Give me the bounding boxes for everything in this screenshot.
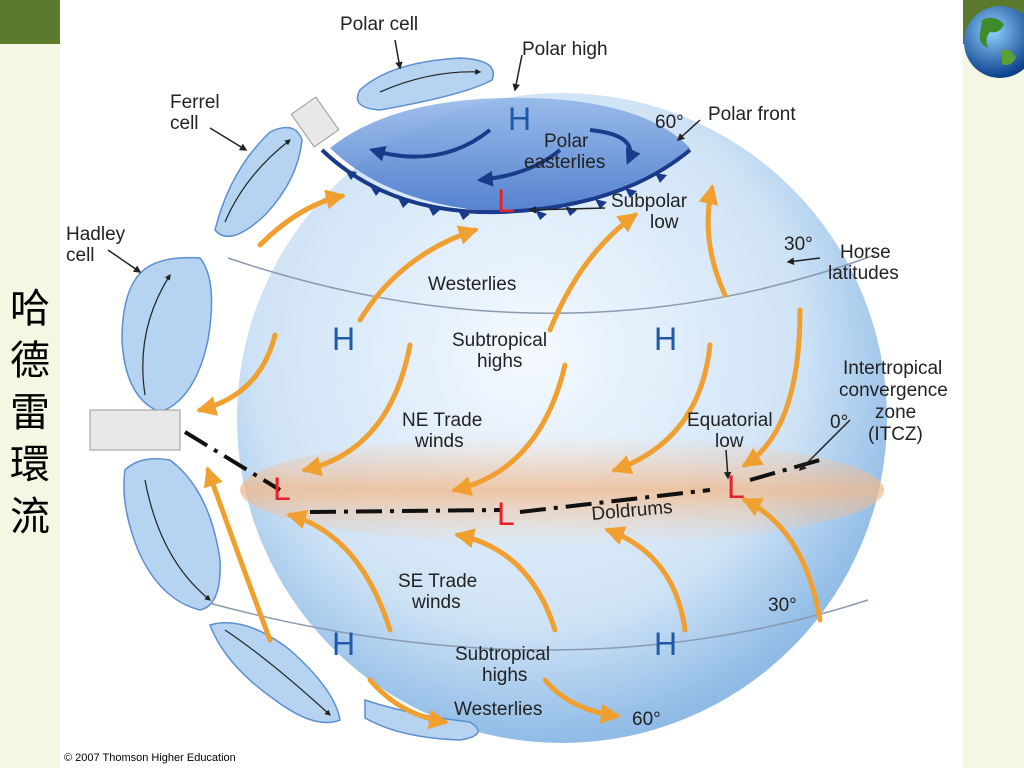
polar-cell-label: Polar cell <box>340 14 418 35</box>
itcz-label-line4: (ITCZ) <box>868 424 923 445</box>
se-trade-label-line2: winds <box>411 592 461 613</box>
polar-high-label: Polar high <box>522 39 608 60</box>
copyright-notice: © 2007 Thomson Higher Education <box>64 752 236 764</box>
polar-cell <box>356 57 494 111</box>
ferrel-cell-label-line1: Ferrel <box>170 92 220 113</box>
polar-easterly-arrow <box>589 128 641 165</box>
hadley-cell-north <box>121 256 213 413</box>
subtropical-highs-south-line2: highs <box>482 665 527 686</box>
earth-sphere <box>237 93 887 743</box>
lat-30s-label: 30° <box>768 595 797 616</box>
lat-30n-label: 30° <box>784 234 813 255</box>
horse-latitudes-label-line1: Horse <box>840 242 891 263</box>
title-char: 流 <box>10 494 50 540</box>
general-circulation-diagram: H L H H L L L H H Polar cell Polar high … <box>66 14 948 743</box>
ne-trade-label-line1: NE Trade <box>402 410 482 431</box>
ferrel-cell-south <box>209 622 341 724</box>
callout-lines <box>107 39 851 480</box>
hadley-cell-label-line1: Hadley <box>66 224 126 245</box>
itcz-label-line2: convergence <box>839 380 948 401</box>
slide-title: 哈 德 雷 環 流 <box>6 283 54 543</box>
westerly-arrows-south <box>367 677 621 730</box>
itcz-line <box>183 430 821 514</box>
se-trade-label-line1: SE Trade <box>398 571 477 592</box>
ne-trade-wind-arrows <box>196 307 803 497</box>
subtropical-high-symbol-sw: H <box>332 626 355 662</box>
subpolar-low-symbol: L <box>497 183 515 219</box>
subpolar-low-label-line2: low <box>650 212 679 233</box>
polar-front-cloud <box>290 96 340 148</box>
subtropical-highs-south-line1: Subtropical <box>455 644 550 665</box>
westerlies-south-label: Westerlies <box>454 699 542 720</box>
itcz-label-line3: zone <box>875 402 916 423</box>
horse-latitudes-label-line2: latitudes <box>828 263 899 284</box>
subtropical-highs-north-line1: Subtropical <box>452 330 547 351</box>
slide-header-band-left <box>0 0 60 44</box>
polar-cap <box>330 97 690 212</box>
polar-high-symbol: H <box>508 101 531 137</box>
equatorial-band <box>240 435 884 545</box>
polar-easterlies-label-line2: easterlies <box>524 152 605 173</box>
hadley-cell-south <box>123 458 221 611</box>
equatorial-low-label-line1: Equatorial <box>687 410 773 431</box>
ferrel-cell <box>214 126 303 238</box>
lat-60s-label: 60° <box>632 709 661 730</box>
polar-front-label: Polar front <box>708 104 796 125</box>
polar-front-line <box>320 148 692 215</box>
title-char: 德 <box>10 338 50 384</box>
lat-0-label: 0° <box>830 412 848 433</box>
ferrel-cell-label-line2: cell <box>170 113 199 134</box>
polar-easterly-arrow <box>368 128 492 162</box>
title-char: 雷 <box>10 390 50 436</box>
itcz-label-line1: Intertropical <box>843 358 942 379</box>
equatorial-low-symbol-east: L <box>727 469 745 505</box>
ne-trade-label-line2: winds <box>414 431 464 452</box>
westerlies-north-label: Westerlies <box>428 274 516 295</box>
title-char: 哈 <box>10 286 50 332</box>
polar-front-teeth <box>345 170 667 220</box>
polar-easterlies-label-line1: Polar <box>544 131 589 152</box>
westerly-arrows-north <box>257 184 728 333</box>
title-char: 環 <box>10 442 50 488</box>
se-trade-wind-arrows <box>203 466 823 643</box>
lat-60n-label: 60° <box>655 112 684 133</box>
equatorial-low-symbol-west: L <box>273 471 291 507</box>
equatorial-low-symbol-center: L <box>497 496 515 532</box>
subtropical-high-symbol-se: H <box>654 626 677 662</box>
earth-globe-icon <box>964 6 1024 78</box>
subtropical-high-symbol-west: H <box>332 321 355 357</box>
figure-panel: H L H H L L L H H Polar cell Polar high … <box>60 0 963 768</box>
equatorial-low-label-line2: low <box>715 431 744 452</box>
latitude-line-30s <box>197 599 869 651</box>
subpolar-low-label-line1: Subpolar <box>611 191 688 212</box>
subtropical-high-symbol-east: H <box>654 321 677 357</box>
polar-easterly-arrow <box>476 148 562 187</box>
hadley-cell-label-line2: cell <box>66 245 95 266</box>
subtropical-highs-north-line2: highs <box>477 351 522 372</box>
itcz-cloud <box>89 409 181 451</box>
